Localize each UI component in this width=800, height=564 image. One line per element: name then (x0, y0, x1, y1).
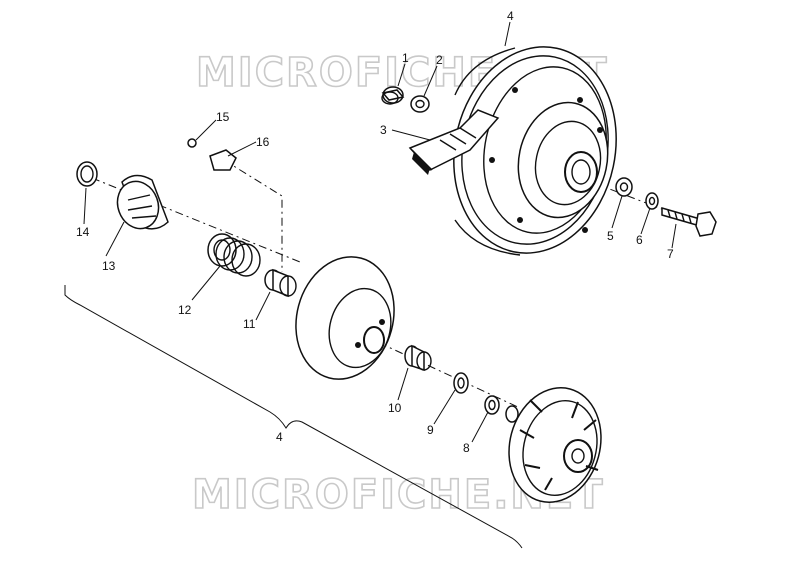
leader-lines (83, 21, 677, 443)
callout-4-bracket: 4 (276, 430, 283, 444)
callout-16: 16 (256, 135, 270, 149)
callout-7: 7 (667, 247, 674, 261)
callout-15: 15 (216, 110, 230, 124)
callout-6: 6 (636, 233, 643, 247)
callout-12: 12 (178, 303, 192, 317)
callout-11: 11 (243, 317, 256, 331)
callout-10: 10 (388, 401, 402, 415)
callout-1: 1 (402, 51, 409, 65)
callout-9: 9 (427, 423, 434, 437)
snap-ring-part-14 (76, 161, 98, 187)
callout-2: 2 (436, 53, 443, 67)
callout-5: 5 (607, 229, 614, 243)
lock-washer-part-6 (645, 192, 659, 210)
cam-part-13 (116, 174, 169, 230)
washer-part-2 (410, 95, 430, 113)
button-part-16 (209, 149, 237, 171)
callout-3: 3 (380, 123, 387, 137)
bushing-part-11 (264, 268, 297, 298)
washer-part-5 (615, 177, 633, 197)
bushing-part-10 (404, 344, 432, 372)
bushing-part-1 (381, 86, 405, 105)
axis-line-vertical (223, 159, 283, 272)
bolt-part-7 (661, 207, 717, 237)
moveable-sheave (295, 256, 395, 380)
washer-part-8 (484, 395, 500, 415)
callout-14: 14 (76, 225, 90, 239)
callout-8: 8 (463, 441, 470, 455)
callout-4-top: 4 (507, 9, 514, 23)
washer-part-9 (453, 372, 469, 394)
axis-line-lower (329, 319, 521, 409)
callout-13: 13 (102, 259, 116, 273)
shaft-helix (408, 109, 500, 175)
spring-part-12 (207, 233, 261, 277)
assembly-bracket (64, 285, 523, 549)
screw-part-15 (187, 138, 197, 148)
cover-assembly (505, 387, 602, 503)
